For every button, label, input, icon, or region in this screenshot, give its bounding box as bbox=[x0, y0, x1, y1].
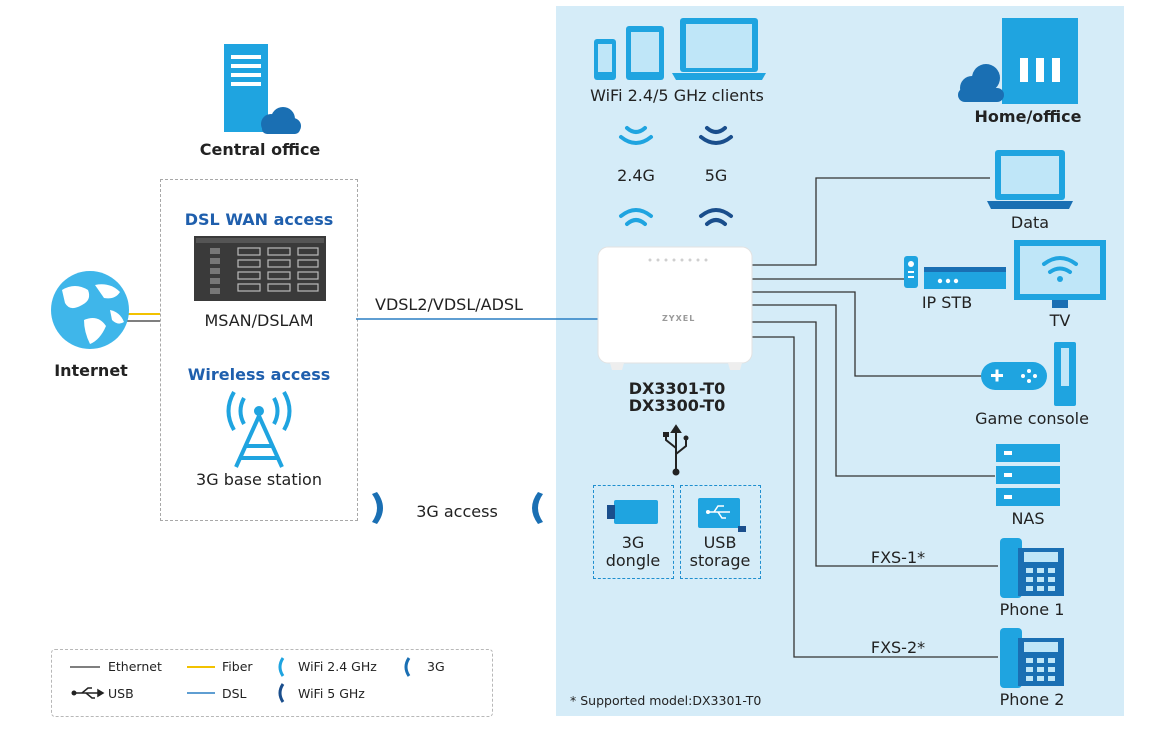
msan-dslam-label: MSAN/DSLAM bbox=[204, 311, 314, 330]
internet-label: Internet bbox=[54, 361, 128, 380]
tv-label: TV bbox=[1049, 311, 1071, 330]
home-office-label: Home/office bbox=[974, 107, 1082, 126]
phone-1-label: Phone 1 bbox=[999, 600, 1065, 619]
wifi-clients-icon bbox=[594, 18, 766, 80]
nas-icon bbox=[996, 444, 1060, 506]
legend-dsl-label: DSL bbox=[222, 686, 247, 701]
3g-access-label: 3G access bbox=[416, 502, 498, 521]
legend-ethernet-label: Ethernet bbox=[108, 659, 162, 674]
3g-access-wave-icon bbox=[372, 492, 543, 524]
phone-1-icon bbox=[1000, 538, 1064, 598]
nas-label: NAS bbox=[1011, 509, 1045, 528]
base-station-tower-icon bbox=[226, 390, 292, 468]
ethernet-lines bbox=[752, 177, 998, 658]
usb-storage-icon bbox=[698, 498, 746, 532]
3g-dongle-icon bbox=[607, 500, 658, 524]
router-model-2: DX3300-T0 bbox=[628, 396, 726, 415]
usb-storage-box bbox=[680, 485, 761, 579]
base-station-label: 3G base station bbox=[196, 470, 322, 489]
usb-storage-label-line2: storage bbox=[689, 551, 751, 570]
legend-usb-label: USB bbox=[108, 686, 134, 701]
fxs2-label: FXS-2* bbox=[870, 638, 926, 657]
wifi-5g-bottom-icon bbox=[699, 208, 733, 226]
router-brand-label: ZYXEL bbox=[662, 314, 696, 323]
band-24g-label: 2.4G bbox=[617, 166, 655, 185]
central-office-label: Central office bbox=[199, 140, 321, 159]
legend-3g-label: 3G bbox=[427, 659, 445, 674]
legend-3g-icon bbox=[404, 657, 411, 677]
legend-wifi24-label: WiFi 2.4 GHz bbox=[298, 659, 377, 674]
dsl-link-label: VDSL2/VDSL/ADSL bbox=[375, 295, 523, 314]
legend-usb-dot bbox=[71, 690, 77, 696]
dsl-wan-access-title: DSL WAN access bbox=[184, 210, 334, 229]
legend-fiber-label: Fiber bbox=[222, 659, 253, 674]
legend-wifi24-icon bbox=[278, 657, 285, 677]
internet-globe-icon bbox=[51, 271, 129, 349]
legend bbox=[51, 649, 493, 717]
3g-dongle-label-line2: dongle bbox=[605, 551, 661, 570]
wifi-5g-top-icon bbox=[699, 126, 733, 145]
band-5g-label: 5G bbox=[704, 166, 728, 185]
3g-dongle-label-line1: 3G bbox=[621, 533, 645, 552]
data-laptop-icon bbox=[987, 150, 1073, 209]
tv-icon bbox=[1014, 240, 1106, 308]
router-icon bbox=[597, 246, 753, 370]
legend-wifi5-label: WiFi 5 GHz bbox=[298, 686, 365, 701]
wireless-access-title: Wireless access bbox=[187, 365, 331, 384]
ip-stb-label: IP STB bbox=[921, 293, 973, 312]
router-model-1: DX3301-T0 bbox=[628, 379, 726, 398]
central-office-box bbox=[160, 179, 358, 521]
usb-storage-label-line1: USB bbox=[703, 533, 737, 552]
fxs1-label: FXS-1* bbox=[870, 548, 926, 567]
data-label: Data bbox=[1010, 213, 1050, 232]
game-console-icon bbox=[981, 342, 1076, 406]
legend-wifi5-icon bbox=[278, 683, 285, 703]
wifi-24g-bottom-icon bbox=[619, 208, 653, 226]
footnote: * Supported model:DX3301-T0 bbox=[570, 693, 762, 708]
central-office-server-icon bbox=[224, 44, 301, 134]
msan-dslam-icon bbox=[194, 236, 326, 301]
usb-symbol-icon bbox=[663, 424, 689, 476]
legend-usb-icon bbox=[74, 687, 105, 699]
phone-2-icon bbox=[1000, 628, 1064, 688]
wifi-24g-top-icon bbox=[619, 126, 653, 145]
usb-dongle-box bbox=[593, 485, 674, 579]
wifi-clients-label: WiFi 2.4/5 GHz clients bbox=[590, 86, 764, 105]
game-console-label: Game console bbox=[975, 409, 1089, 428]
phone-2-label: Phone 2 bbox=[999, 690, 1065, 709]
home-office-building-icon bbox=[958, 18, 1078, 104]
ip-stb-icon bbox=[904, 256, 1006, 289]
